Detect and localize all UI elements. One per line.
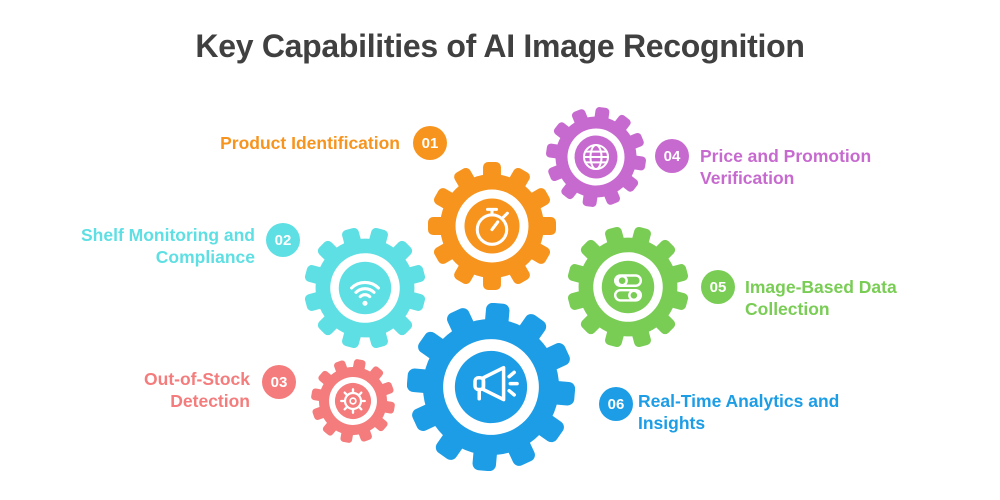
label-02: Shelf Monitoring and Compliance: [81, 224, 255, 268]
gear-03-out-of-stock: [311, 359, 395, 443]
badge-05: 05: [701, 270, 735, 304]
label-05: Image-Based Data Collection: [745, 276, 897, 320]
label-06: Real-Time Analytics and Insights: [638, 390, 839, 434]
label-line: Image-Based Data: [745, 277, 897, 297]
gear-01-product-identification: [428, 162, 556, 290]
label-line: Out-of-Stock: [144, 369, 250, 389]
megaphone-icon: [473, 365, 519, 402]
wifi-icon: [350, 280, 380, 306]
gear-05-image-data: [567, 226, 689, 348]
label-line: Product Identification: [220, 133, 400, 153]
globe-icon: [583, 144, 609, 170]
cog-icon: [340, 388, 366, 414]
page-title: Key Capabilities of AI Image Recognition: [195, 28, 805, 64]
label-01: Product Identification: [220, 132, 400, 154]
label-line: Shelf Monitoring and: [80, 225, 255, 245]
label-line: Compliance: [155, 247, 255, 267]
badge-01: 01: [413, 126, 447, 160]
gear-04-price-promotion: [546, 107, 646, 207]
gear-body: [407, 303, 575, 471]
gear-02-shelf-monitoring: [304, 227, 426, 349]
badge-04: 04: [655, 139, 689, 173]
gear-06-analytics: [407, 303, 575, 471]
gear-body: [428, 162, 556, 290]
badge-02: 02: [266, 223, 300, 257]
badge-06: 06: [599, 387, 633, 421]
label-03: Out-of-Stock Detection: [144, 368, 250, 412]
label-line: Detection: [170, 391, 250, 411]
stopwatch-icon: [475, 207, 509, 246]
label-line: Verification: [700, 168, 795, 188]
label-line: Price and Promotion: [700, 146, 872, 166]
label-line: Real-Time Analytics and: [638, 391, 840, 411]
label-04: Price and Promotion Verification: [700, 145, 871, 189]
toggles-icon: [613, 274, 643, 302]
badge-03: 03: [262, 365, 296, 399]
gear-body: [311, 359, 395, 443]
label-line: Collection: [745, 299, 830, 319]
label-line: Insights: [638, 413, 706, 433]
